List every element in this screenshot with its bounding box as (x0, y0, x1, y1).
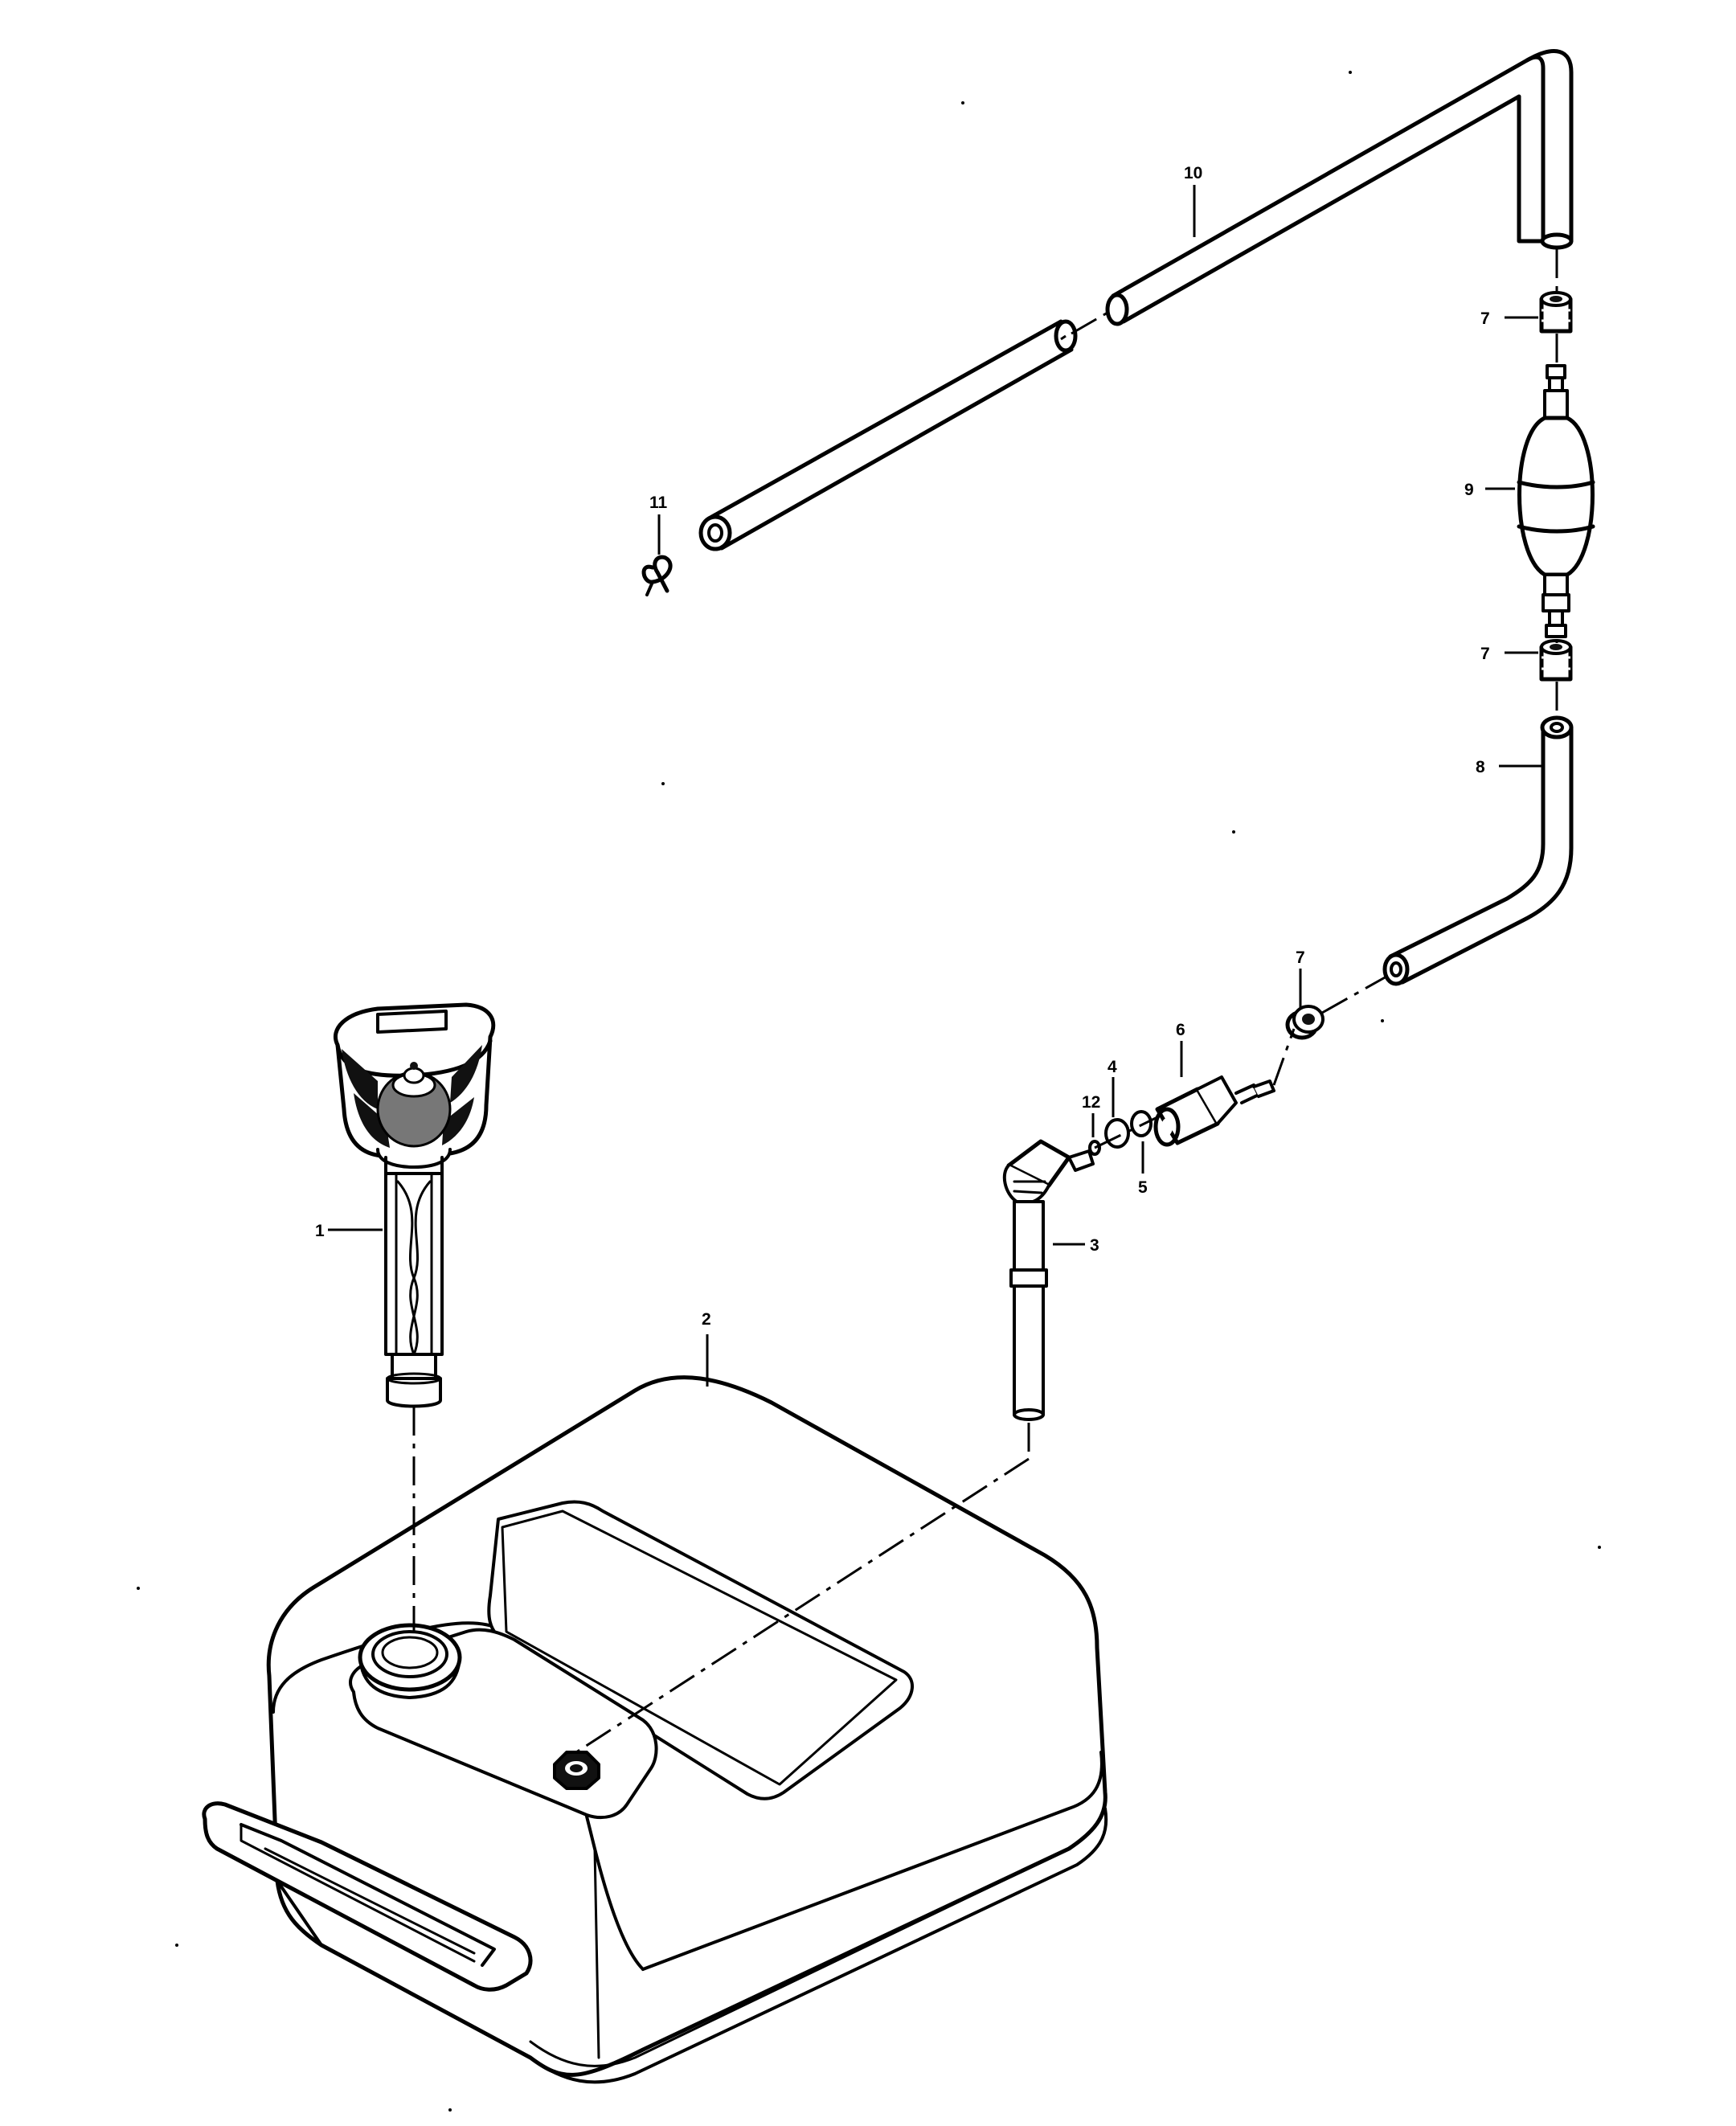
o-ring-5 (1130, 1110, 1153, 1137)
leader-lines (328, 185, 1542, 1387)
hose-clamp (641, 555, 673, 596)
fuel-gauge-cap (334, 1002, 496, 1408)
assembly-lines (412, 249, 1558, 1754)
callout-6: 6 (1176, 1021, 1185, 1039)
callout-7-middle: 7 (1480, 645, 1490, 663)
callout-3: 3 (1090, 1236, 1099, 1255)
fuel-hose-10 (698, 49, 1574, 551)
callout-12: 12 (1082, 1093, 1100, 1112)
pickup-tube (1002, 1139, 1095, 1421)
callout-11: 11 (649, 494, 668, 512)
callout-7-upper: 7 (1480, 309, 1490, 328)
fuel-tank (137, 1375, 1601, 2112)
tank-outlet-fitting (553, 1751, 600, 1790)
hose-fitting-7-lower (1285, 1005, 1325, 1040)
primer-bulb (1517, 364, 1595, 638)
callout-1: 1 (315, 1222, 325, 1240)
callout-4: 4 (1108, 1058, 1117, 1076)
callout-2: 2 (702, 1310, 711, 1329)
callout-8: 8 (1476, 758, 1485, 776)
callout-7-lower: 7 (1296, 948, 1305, 967)
fuel-hose-8 (1382, 715, 1574, 986)
hose-fitting-7-upper (1539, 291, 1573, 334)
callout-5: 5 (1138, 1178, 1148, 1197)
callout-labels: 1 2 3 4 5 6 12 7 7 7 8 9 10 11 (315, 164, 1490, 1329)
o-ring-4 (1104, 1118, 1130, 1149)
connector-fitting (1153, 1075, 1275, 1147)
callout-9: 9 (1464, 481, 1474, 499)
callout-10: 10 (1184, 164, 1202, 182)
hose-fitting-7-middle (1539, 639, 1573, 682)
tank-carry-handle (202, 1801, 533, 1992)
